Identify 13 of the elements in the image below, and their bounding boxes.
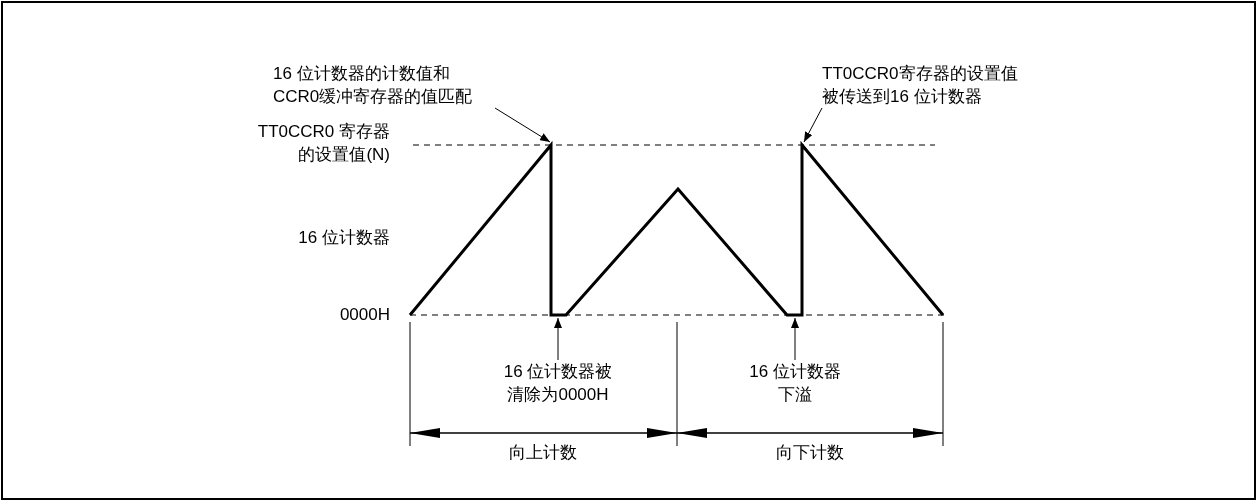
- leader-line: [554, 317, 562, 361]
- axis-label: 16 位计数器: [297, 227, 390, 249]
- leader-line: [791, 317, 799, 361]
- callout-text: TT0CCR0寄存器的设置值被传送到16 位计数器: [822, 63, 1019, 108]
- axis-label: TT0CCR0 寄存器的设置值(N): [256, 121, 390, 166]
- axis-label: 0000H: [338, 304, 390, 326]
- callout-text: 16 位计数器的计数值和CCR0缓冲寄存器的值匹配: [273, 63, 474, 108]
- dimension-label: 向上计数: [508, 442, 578, 464]
- dimension-label: 向下计数: [775, 442, 845, 464]
- leader-line: [803, 107, 823, 143]
- leader-line: [494, 107, 551, 143]
- callout-text: 16 位计数器被清除为0000H: [502, 361, 614, 406]
- callout-text: 16 位计数器下溢: [749, 361, 841, 406]
